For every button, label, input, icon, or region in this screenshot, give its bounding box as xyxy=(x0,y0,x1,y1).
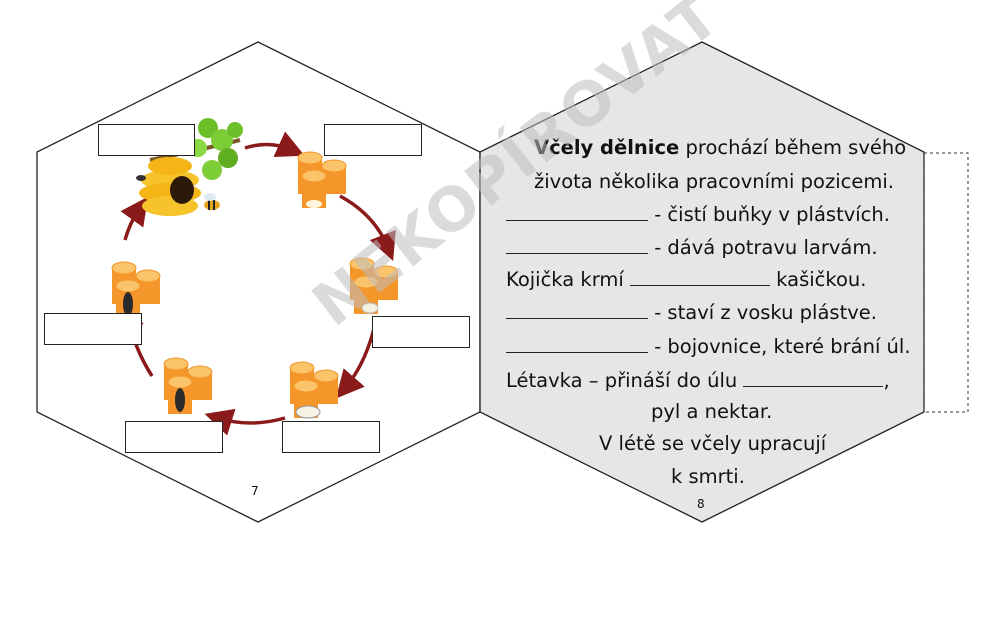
cell-top xyxy=(297,151,323,165)
cell-top xyxy=(293,379,319,393)
lifecycle-arrows xyxy=(115,131,396,436)
larva-icon xyxy=(295,405,321,419)
text-line-1: Včely dělnice prochází během svého xyxy=(534,136,906,160)
cell-top xyxy=(349,257,375,271)
label-box-hive[interactable] xyxy=(98,124,195,156)
egg-icon xyxy=(361,302,379,314)
cell-cluster-bee xyxy=(111,261,161,318)
text-line-5: Kojička krmí kašičkou. xyxy=(506,267,867,291)
cell-top xyxy=(313,369,339,383)
pupa-icon xyxy=(175,388,185,412)
left-hexagon-page xyxy=(36,41,481,523)
cell-top xyxy=(373,265,399,279)
cell-top xyxy=(135,269,161,283)
label-box-egg[interactable] xyxy=(372,316,470,348)
text-line-2: života několika pracovními pozicemi. xyxy=(534,170,894,193)
text-line-8: Létavka – přináší do úlu , xyxy=(506,368,890,392)
cell-top xyxy=(167,375,193,389)
label-box-pupa[interactable] xyxy=(125,421,223,453)
arrow-bee-to-hive xyxy=(120,196,149,241)
arrow-hive-to-cell xyxy=(244,131,305,157)
right-hexagon-page xyxy=(479,41,925,523)
bee-icon xyxy=(136,175,146,181)
bee-icon xyxy=(204,193,220,210)
intro-rest: prochází během svého xyxy=(679,136,907,159)
cell-cluster-pupa xyxy=(163,357,213,414)
cell-top xyxy=(301,169,327,183)
text-line-9: pyl a nektar. xyxy=(651,400,773,423)
page-number-left: 7 xyxy=(251,484,259,498)
page-number-right: 8 xyxy=(697,497,705,511)
text-line-10: V létě se včely upracují xyxy=(599,432,827,455)
blank-royal-jelly[interactable] xyxy=(629,267,770,286)
blank-guard[interactable] xyxy=(506,334,648,353)
cell-top xyxy=(289,361,315,375)
text-line-7: - bojovnice, které brání úl. xyxy=(506,334,911,359)
arrow-cell-to-egg xyxy=(339,194,396,262)
label-box-larva[interactable] xyxy=(282,421,380,453)
bee-icon xyxy=(123,292,133,316)
dashed-flap xyxy=(923,152,969,413)
cell-top xyxy=(187,365,213,379)
blank-cleaner[interactable] xyxy=(506,202,648,221)
cell-top xyxy=(321,159,347,173)
text-line-6: - staví z vosku plástve. xyxy=(506,300,877,325)
cell-top xyxy=(115,279,141,293)
label-box-bee[interactable] xyxy=(44,313,142,345)
text-line-11: k smrti. xyxy=(671,465,745,488)
blank-builder[interactable] xyxy=(506,300,648,319)
cell-top xyxy=(163,357,189,371)
cell-cluster-larva xyxy=(289,361,339,419)
text-line-3: - čistí buňky v plástvích. xyxy=(506,202,890,227)
text-line-4: - dává potravu larvám. xyxy=(506,235,878,260)
honeycomb-cells xyxy=(111,151,399,419)
intro-bold: Včely dělnice xyxy=(534,136,680,159)
cell-top xyxy=(353,275,379,289)
empty-cell-icon xyxy=(306,200,322,208)
arrow-larva-to-pupa xyxy=(204,408,286,436)
cell-cluster-empty xyxy=(297,151,347,208)
blank-water[interactable] xyxy=(743,368,884,387)
cell-top xyxy=(111,261,137,275)
cell-cluster-egg xyxy=(349,257,399,314)
beehive-icon xyxy=(139,145,201,216)
tree-branch-icon xyxy=(149,118,243,180)
blank-feeder[interactable] xyxy=(506,235,648,254)
label-box-cell[interactable] xyxy=(324,124,422,156)
